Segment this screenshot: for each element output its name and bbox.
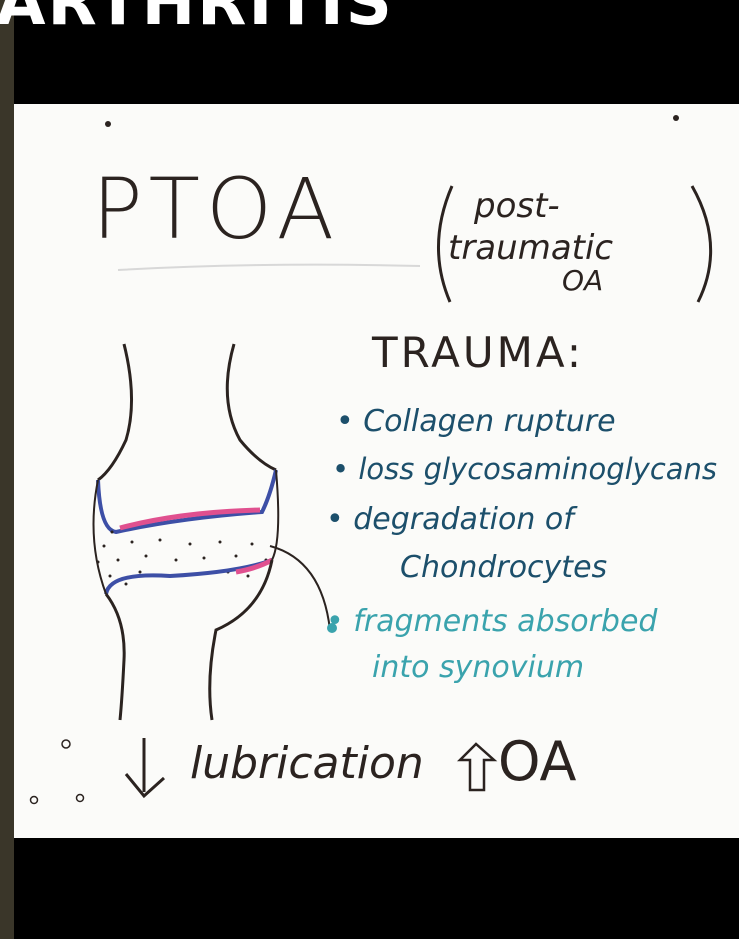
pointer-dot (327, 623, 337, 633)
paper-dot (673, 115, 679, 121)
small-circle (31, 797, 38, 804)
left-parenthesis (438, 186, 452, 302)
small-circle (62, 740, 70, 748)
lower-cartilage-pink (236, 560, 272, 572)
right-parenthesis (692, 186, 711, 302)
down-arrow (126, 738, 164, 796)
lower-bone-right (210, 560, 272, 720)
small-circle (77, 795, 84, 802)
upper-bone-right (227, 344, 276, 470)
upper-bone-left (98, 344, 132, 480)
upper-cartilage-edge (98, 470, 276, 532)
underline-trace (118, 265, 420, 270)
paper-dot (105, 121, 111, 127)
lower-bone-left (106, 594, 124, 720)
up-arrow (460, 744, 494, 790)
pointer-line (270, 546, 330, 630)
